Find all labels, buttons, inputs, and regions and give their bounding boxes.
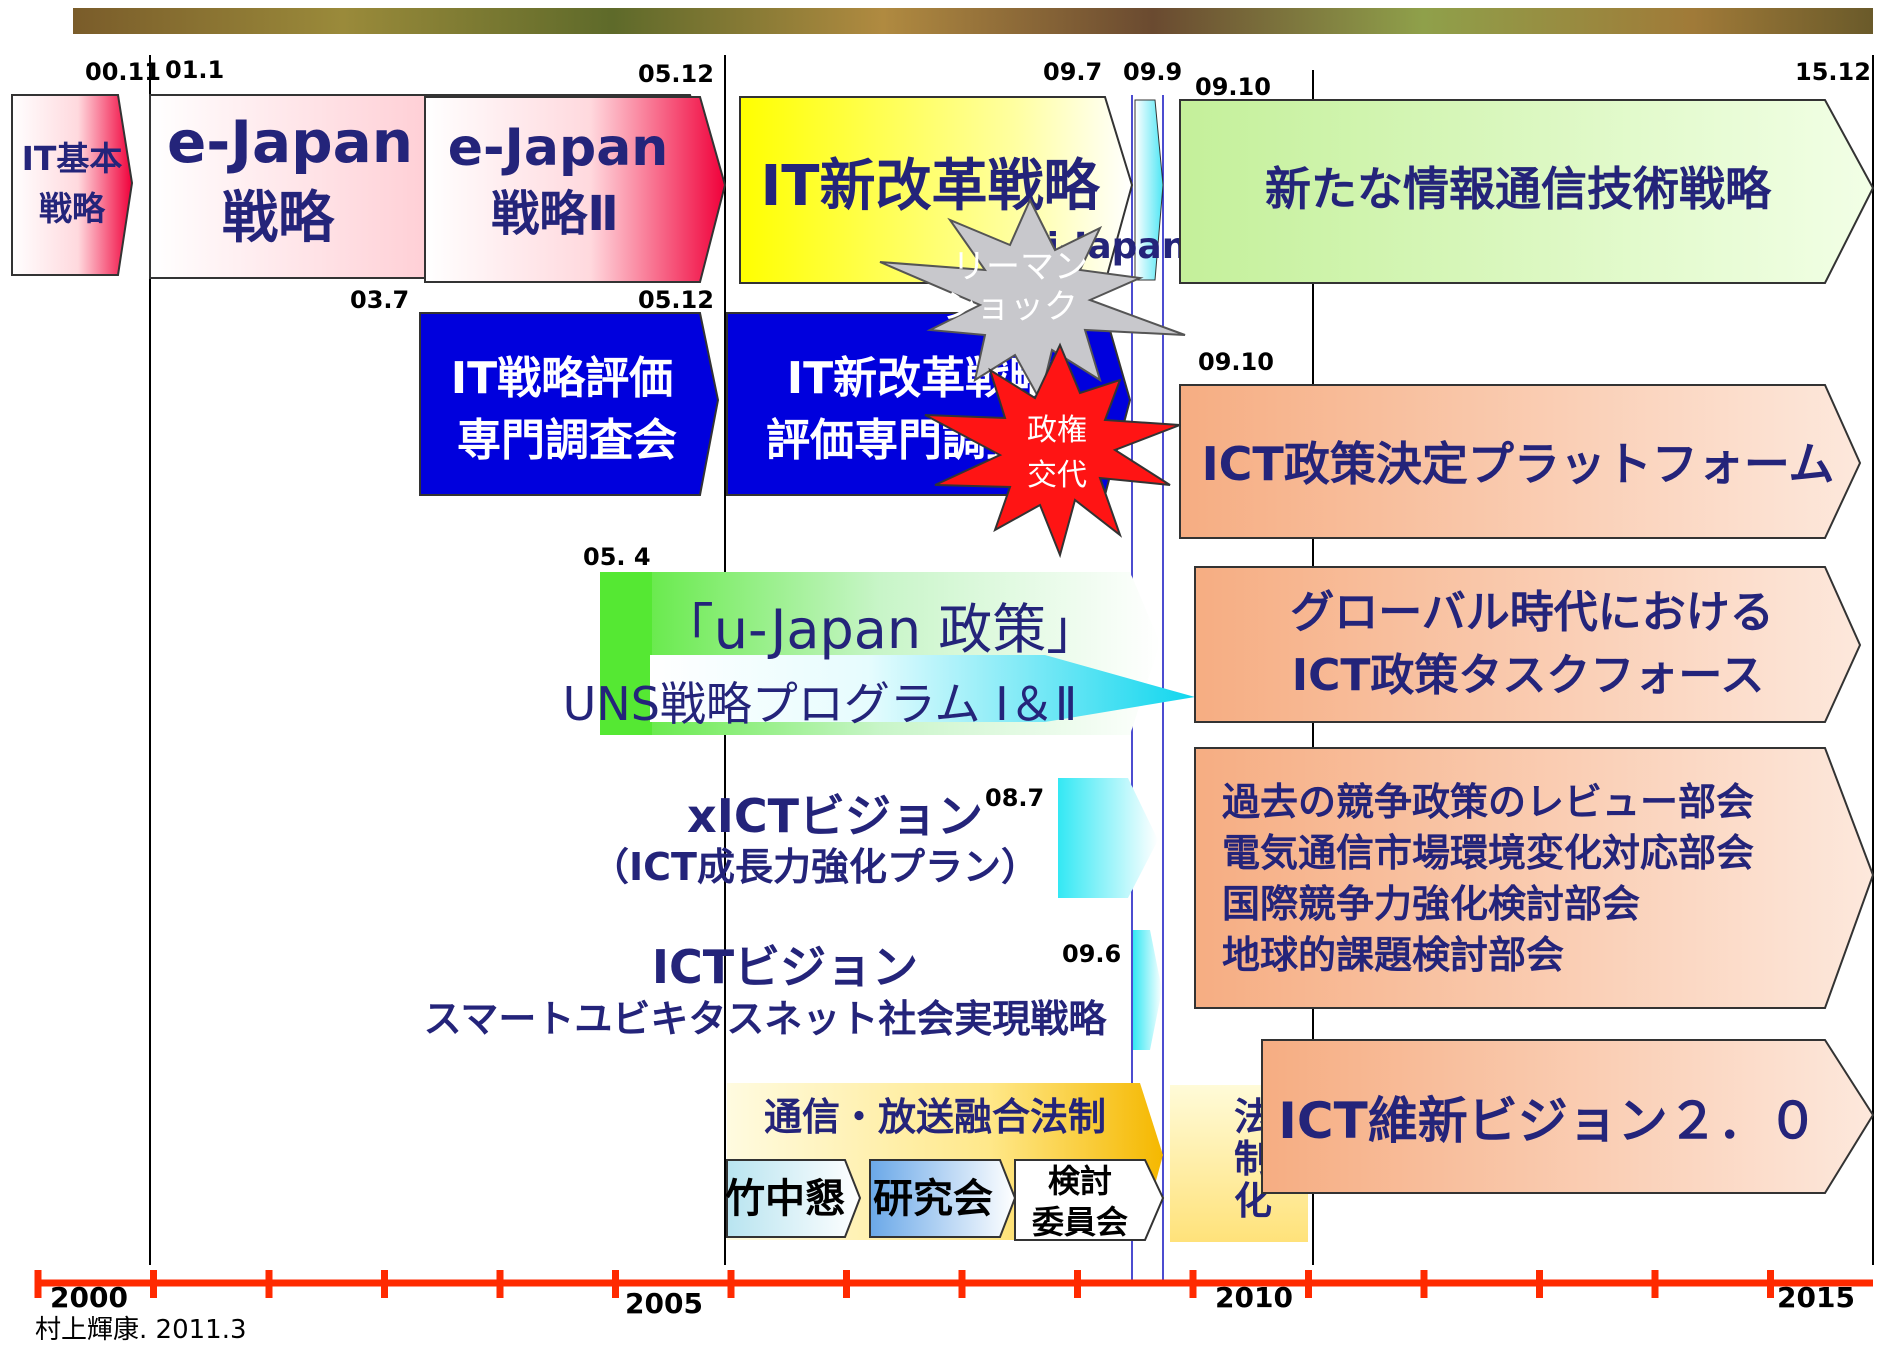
kenkyukai-box: 研究会 (869, 1159, 1017, 1238)
kento-line2: 委員会 (1032, 1203, 1128, 1241)
e-japan-2-line1: e-Japan (448, 118, 669, 178)
date-label-09-7: 09.7 (1043, 58, 1102, 86)
bukai-item-3: 国際競争力強化検討部会 (1222, 882, 1640, 926)
kenkyukai-label: 研究会 (873, 1176, 993, 1222)
bukai-item-4: 地球的課題検討部会 (1222, 933, 1564, 977)
credit-label: 村上輝康. 2011.3 (35, 1315, 247, 1345)
date-label-09-9: 09.9 (1123, 58, 1182, 86)
timeline-axis (34, 1270, 1873, 1298)
ict-ishin-label: ICT維新ビジョン２．０ (1278, 1092, 1817, 1150)
seiken-line2: 交代 (1027, 458, 1087, 493)
global-line1: グローバル時代における (1290, 587, 1774, 638)
bukai-item-1: 過去の競争政策のレビュー部会 (1222, 780, 1754, 824)
ict-vision-box (1133, 930, 1162, 1050)
hyoka-line2: 専門調査会 (457, 415, 677, 466)
bukai-item-2: 電気通信市場環境変化対応部会 (1222, 831, 1754, 875)
it-shin-kaikaku-label: IT新改革戦略 (760, 154, 1100, 219)
year-label-2005: 2005 (625, 1287, 703, 1320)
e-japan-2-line2: 戦略Ⅱ (491, 186, 619, 242)
ict-vision-title: ICTビジョン (652, 940, 918, 994)
xict-vision-box (1058, 778, 1158, 898)
ict-platform-box: ICT政策決定プラットフォーム (1179, 384, 1862, 539)
date-label-05-12-top: 05.12 (638, 60, 714, 88)
global-ict-taskforce-box: グローバル時代における ICT政策タスクフォース (1194, 566, 1862, 723)
date-label-01-1: 01.1 (165, 56, 224, 84)
e-japan-line1: e-Japan (167, 108, 413, 176)
tsushin-title: 通信・放送融合法制 (764, 1095, 1106, 1139)
e-japan-senryaku-2-box: e-Japan 戦略Ⅱ (424, 96, 727, 283)
lehman-shock-starburst: リーマン ショック (879, 197, 1186, 403)
seiken-kotai-starburst: 政権 交代 (924, 342, 1181, 559)
year-label-2015: 2015 (1777, 1281, 1855, 1314)
ict-platform-label: ICT政策決定プラットフォーム (1202, 437, 1835, 491)
year-label-2010: 2010 (1215, 1281, 1293, 1314)
ict-ishin-vision-box: ICT維新ビジョン２．０ (1261, 1039, 1875, 1194)
takenaka-box: 竹中懇 (725, 1159, 862, 1238)
i-japan-senryaku-box (1134, 99, 1164, 281)
lehman-line2: ショック (942, 287, 1078, 327)
date-label-00-11: 00.11 (85, 58, 161, 86)
date-label-05-4: 05. 4 (583, 543, 651, 571)
lehman-line1: リーマン (952, 247, 1088, 287)
date-label-05-12-mid: 05.12 (638, 286, 714, 314)
u-japan-policy-shape: 「u-Japan 政策」 UNS戦略プログラム Ⅰ＆Ⅱ (563, 572, 1195, 735)
global-line2: ICT政策タスクフォース (1292, 650, 1764, 701)
hyoka-line1: IT戦略評価 (451, 353, 673, 404)
ict-vision-subtitle: スマートユビキタスネット社会実現戦略 (424, 997, 1108, 1041)
bukai-box: 過去の競争政策のレビュー部会 電気通信市場環境変化対応部会 国際競争力強化検討部… (1194, 747, 1875, 1009)
date-label-15-12: 15.12 (1795, 58, 1871, 86)
e-japan-line2: 戦略 (222, 186, 335, 251)
top-texture-band (73, 8, 1873, 34)
kento-line1: 検討 (1048, 1162, 1112, 1200)
year-label-2000: 2000 (50, 1281, 128, 1314)
takenaka-label: 竹中懇 (725, 1176, 845, 1222)
xict-subtitle: （ICT成長力強化プラン） (591, 845, 1039, 889)
date-label-03-7: 03.7 (350, 286, 409, 314)
it-kihon-line1: IT基本 (22, 139, 123, 178)
seiken-line1: 政権 (1027, 413, 1087, 448)
atarashii-senryaku-label: 新たな情報通信技術戦略 (1265, 162, 1772, 216)
date-label-09-6: 09.6 (1062, 940, 1121, 968)
uns-program-label: UNS戦略プログラム Ⅰ＆Ⅱ (563, 677, 1078, 731)
atarashii-joho-tsushin-senryaku-box: 新たな情報通信技術戦略 (1179, 99, 1875, 284)
it-senryaku-hyoka-box: IT戦略評価 専門調査会 (419, 312, 720, 496)
kento-iinkai-box: 検討 委員会 (1014, 1159, 1165, 1241)
date-label-09-10-top: 09.10 (1195, 73, 1271, 101)
xict-title: xICTビジョン (687, 789, 983, 843)
it-kihon-senryaku-box: IT基本 戦略 (11, 94, 134, 276)
it-kihon-line2: 戦略 (39, 189, 106, 228)
date-label-09-10-mid: 09.10 (1198, 348, 1274, 376)
date-label-08-7: 08.7 (985, 784, 1044, 812)
u-japan-title: 「u-Japan 政策」 (660, 598, 1101, 661)
